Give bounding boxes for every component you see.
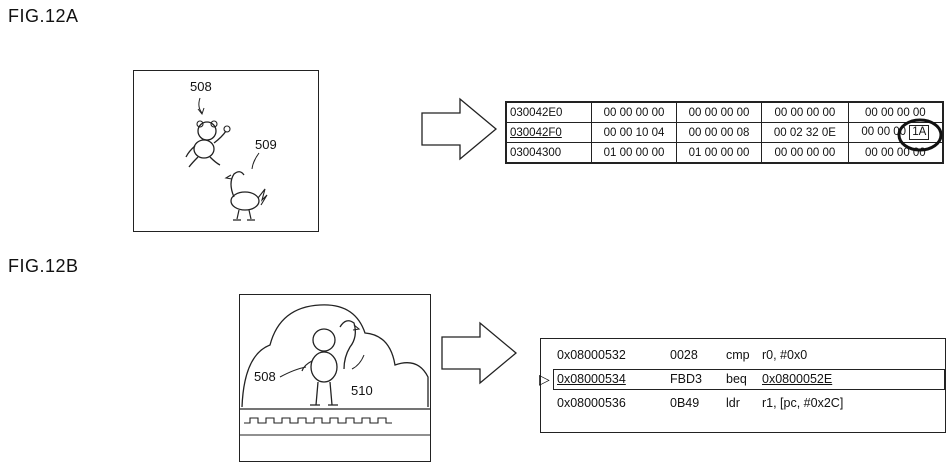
memory-row: 030042E0 00 00 00 00 00 00 00 00 00 00 0… [506, 102, 943, 123]
memory-dump-table: 030042E0 00 00 00 00 00 00 00 00 00 00 0… [505, 101, 944, 164]
character-sketch-a [134, 71, 318, 231]
game-screen-b: 508 510 [239, 294, 431, 462]
memory-row-selected: 030042F0 00 00 10 04 00 00 00 08 00 02 3… [506, 123, 943, 143]
character-sketch-b [240, 295, 430, 461]
memory-cell: 00 00 00 00 [762, 143, 849, 164]
instruction-line: 0x080005360B49ldrr1, [pc, #0x2C] [557, 396, 843, 410]
figure-12b-label: FIG.12B [8, 256, 79, 277]
memory-cell: 00 00 00 00 [762, 102, 849, 123]
instruction-address: 0x08000534 [557, 372, 670, 386]
memory-cell: 00 00 00 00 [592, 102, 677, 123]
instruction-mnemonic: beq [726, 372, 762, 386]
memory-cell: 00 02 32 0E [762, 123, 849, 143]
memory-cell: 00 00 10 04 [592, 123, 677, 143]
arrow-a [420, 96, 500, 166]
figure-12a-label: FIG.12A [8, 6, 79, 27]
instruction-operands: r1, [pc, #0x2C] [762, 396, 843, 410]
instruction-operands: r0, #0x0 [762, 348, 807, 362]
memory-address: 030042E0 [506, 102, 592, 123]
memory-address: 03004300 [506, 143, 592, 164]
instruction-line-selected: 0x08000534FBD3beq0x0800052E [557, 372, 832, 386]
current-line-marker-icon: ▷ [539, 371, 550, 388]
highlight-circle [896, 116, 951, 156]
instruction-opcode: 0028 [670, 348, 726, 362]
memory-address: 030042F0 [506, 123, 592, 143]
memory-cell: 01 00 00 00 [592, 143, 677, 164]
instruction-mnemonic: cmp [726, 348, 762, 362]
arrow-b [440, 320, 520, 390]
memory-cell: 01 00 00 00 [677, 143, 762, 164]
memory-cell: 00 00 00 08 [677, 123, 762, 143]
instruction-opcode: 0B49 [670, 396, 726, 410]
memory-row: 03004300 01 00 00 00 01 00 00 00 00 00 0… [506, 143, 943, 164]
game-screen-a: 508 509 [133, 70, 319, 232]
instruction-address: 0x08000532 [557, 348, 670, 362]
disassembly-panel: ▷ 0x080005320028cmpr0, #0x0 0x08000534FB… [540, 338, 946, 433]
instruction-mnemonic: ldr [726, 396, 762, 410]
memory-cell: 00 00 00 00 [677, 102, 762, 123]
instruction-line: 0x080005320028cmpr0, #0x0 [557, 348, 807, 362]
instruction-address: 0x08000536 [557, 396, 670, 410]
instruction-operands: 0x0800052E [762, 372, 832, 386]
instruction-opcode: FBD3 [670, 372, 726, 386]
